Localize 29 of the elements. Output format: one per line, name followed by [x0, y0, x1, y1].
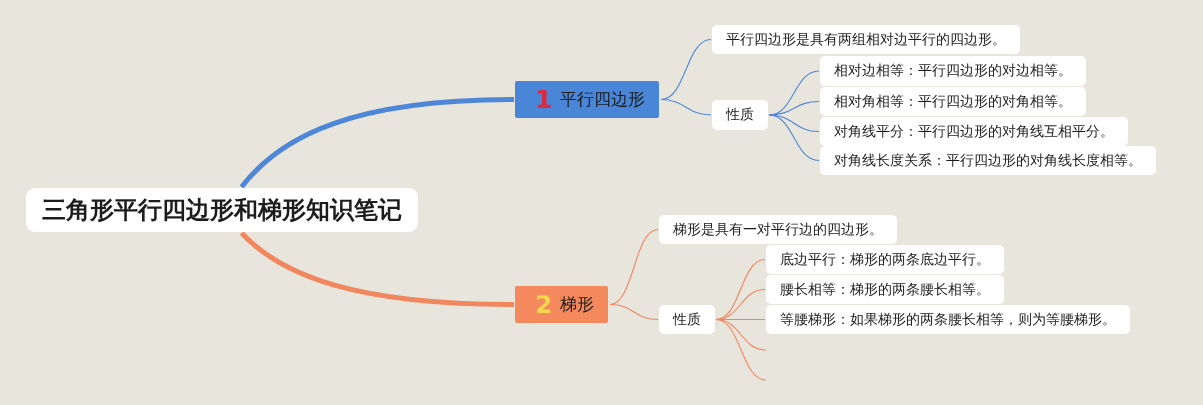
branch-topic-box	[515, 81, 660, 118]
branch-number: 1	[535, 85, 553, 114]
branch-line	[239, 97, 515, 189]
connector-line	[715, 258, 766, 321]
central-topic-box: 三角形平行四边形和梯形知识笔记	[26, 188, 418, 232]
connector-line	[660, 98, 712, 116]
branch-number: 2	[535, 290, 553, 319]
note-box: 梯形是具有一对平行边的四边形。	[659, 215, 897, 244]
branch-topic-box	[515, 286, 609, 323]
topic-text: 梯形	[560, 293, 595, 316]
branch-line	[239, 231, 515, 307]
note-box: 平行四边形是具有两组相对边平行的四边形。	[712, 25, 1020, 54]
connector-line	[609, 228, 659, 306]
connector-line	[609, 303, 659, 321]
note-box: 等腰梯形：如果梯形的两条腰长相等，则为等腰梯形。	[766, 305, 1130, 334]
note-box: 底边平行：梯形的两条底边平行。	[766, 245, 1004, 274]
note-box: 对角线长度关系：平行四边形的对角线长度相等。	[820, 146, 1156, 175]
note-box: 性质	[712, 100, 768, 130]
note-box: 对角线平分：平行四边形的对角线互相平分。	[820, 117, 1128, 146]
topic-text: 平行四边形	[560, 88, 646, 111]
note-box: 性质	[659, 305, 715, 334]
note-box: 相对边相等：平行四边形的对边相等。	[820, 56, 1086, 86]
connector-line	[768, 114, 820, 133]
note-box: 腰长相等：梯形的两条腰长相等。	[766, 275, 1004, 304]
connector-line	[715, 318, 767, 381]
connector-line	[768, 100, 820, 116]
note-box: 相对角相等：平行四边形的对角相等。	[820, 87, 1086, 116]
connector-line	[768, 114, 820, 162]
connector-line	[660, 38, 712, 101]
